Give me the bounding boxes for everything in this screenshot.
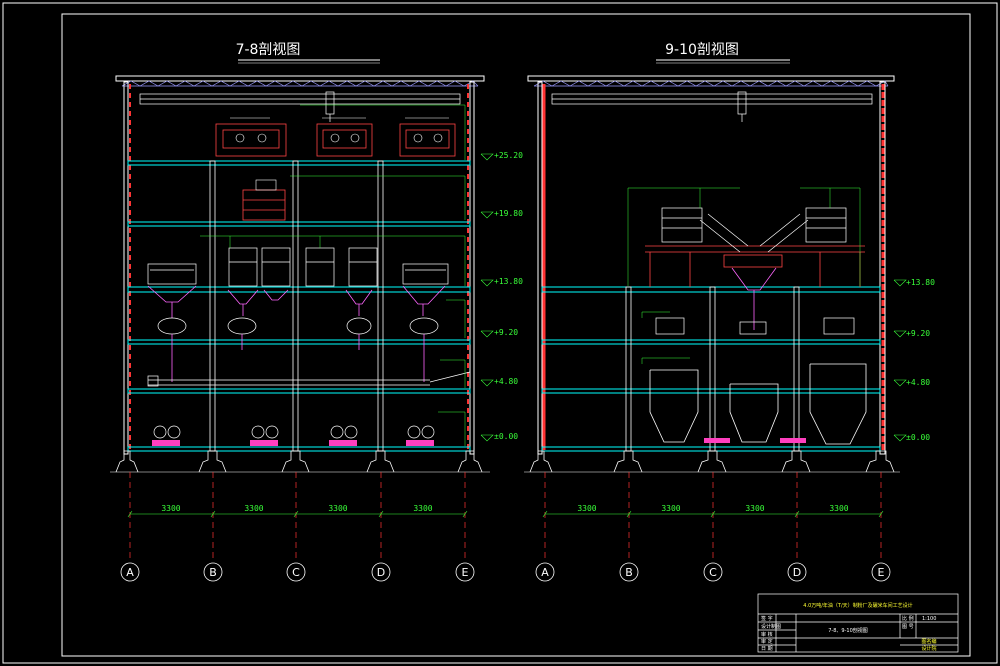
right-roof-truss	[533, 80, 889, 87]
left-dimension-line	[127, 510, 468, 518]
right-crane	[551, 91, 873, 122]
left-axis-D: D	[377, 566, 385, 579]
right-dim-1: 3300	[577, 504, 596, 513]
left-elevation-2: +19.80	[494, 209, 523, 218]
left-hoppers	[147, 285, 446, 318]
title-block-bottom-right-1: 图名编	[921, 638, 936, 645]
left-dim-1: 3300	[161, 504, 180, 513]
left-axis-E: E	[462, 566, 469, 579]
right-elevation-2: +9.20	[906, 329, 930, 338]
right-elevation-4: ±0.00	[906, 433, 930, 442]
left-fan-bases	[152, 440, 434, 446]
left-dim-3: 3300	[328, 504, 347, 513]
right-center-hopper	[731, 267, 777, 330]
inner-frame	[61, 13, 971, 657]
left-plansifters	[215, 123, 456, 157]
title-block-row-4: 审 定	[761, 638, 773, 645]
right-dim-4: 3300	[829, 504, 848, 513]
right-elevation-1: +13.80	[906, 278, 935, 287]
left-fans	[153, 425, 435, 439]
left-side-machines	[147, 263, 449, 285]
right-foundations	[529, 450, 895, 473]
title-block-drawing-name: 7-8、9-10剖视图	[828, 627, 868, 634]
left-roller-mills	[228, 247, 378, 287]
left-purifier-top	[255, 179, 277, 191]
title-block-row-3: 审 核	[761, 631, 773, 638]
right-section	[524, 75, 900, 473]
right-wall-left	[537, 81, 543, 455]
left-axis-C: C	[292, 566, 300, 579]
title-block	[757, 593, 959, 653]
left-axis-B: B	[209, 566, 217, 579]
right-leader-lines	[627, 187, 861, 364]
right-roof-slab	[527, 75, 895, 82]
right-floor-slabs	[541, 286, 881, 452]
left-axis-bubbles	[120, 562, 475, 582]
right-dimension-line	[542, 510, 884, 518]
left-dim-4: 3300	[413, 504, 432, 513]
right-bin-bases	[704, 438, 806, 443]
title-block-scale-label: 比 例	[902, 615, 914, 622]
left-purifier	[242, 189, 286, 221]
right-columns	[625, 286, 800, 452]
right-top-frame	[645, 245, 865, 287]
left-roof-slab	[115, 75, 485, 82]
left-columns	[209, 160, 384, 452]
left-elevation-3: +13.80	[494, 277, 523, 286]
right-wall-right	[879, 81, 886, 455]
left-wall-left	[123, 81, 129, 455]
left-floor-slabs	[127, 160, 471, 452]
left-screw-conveyor	[147, 371, 471, 387]
right-axis-A: A	[541, 566, 549, 579]
left-axis-A: A	[126, 566, 134, 579]
left-wall-right	[469, 81, 475, 455]
left-elevation-4: +9.20	[494, 328, 518, 337]
title-block-row-5: 日 期	[761, 646, 773, 652]
right-small-machines	[655, 317, 855, 335]
title-block-bottom-right-2: 设计院	[921, 645, 936, 652]
left-dim-2: 3300	[244, 504, 263, 513]
title-block-row-1: 签 字	[761, 615, 773, 622]
left-roof-truss	[121, 80, 479, 87]
right-axis-E: E	[878, 566, 885, 579]
left-elevation-5: +4.80	[494, 377, 518, 386]
title-block-scale-value: 1:100	[922, 616, 936, 622]
right-axis-C: C	[709, 566, 717, 579]
title-block-row-2: 设计制图	[761, 623, 781, 630]
left-elevation-markers	[480, 153, 494, 442]
left-section	[110, 75, 490, 473]
right-dim-3: 3300	[745, 504, 764, 513]
right-elevation-markers	[893, 279, 907, 442]
section-title-left: 7-8剖视图	[236, 42, 301, 58]
left-elevation-1: +25.20	[494, 151, 523, 160]
right-dim-2: 3300	[661, 504, 680, 513]
left-sifter-details	[230, 117, 449, 143]
left-foundations	[115, 450, 483, 473]
left-drop-pipes	[171, 334, 425, 382]
right-axis-lines	[544, 472, 882, 562]
right-axis-bubbles	[535, 562, 891, 582]
right-elevation-3: +4.80	[906, 378, 930, 387]
right-scourers	[661, 207, 847, 253]
left-elevation-6: ±0.00	[494, 432, 518, 441]
section-title-right: 9-10剖视图	[665, 42, 739, 58]
left-crane	[139, 91, 461, 122]
right-bins	[649, 363, 867, 445]
title-block-project: 4.0万吨/年油（T/天）制粉厂及碾米车间工艺设计	[803, 602, 912, 609]
left-leader-lines	[200, 104, 466, 446]
right-axis-D: D	[793, 566, 801, 579]
left-axis-lines	[129, 472, 466, 562]
title-block-number-label: 图 号	[902, 624, 914, 630]
right-axis-B: B	[625, 566, 633, 579]
